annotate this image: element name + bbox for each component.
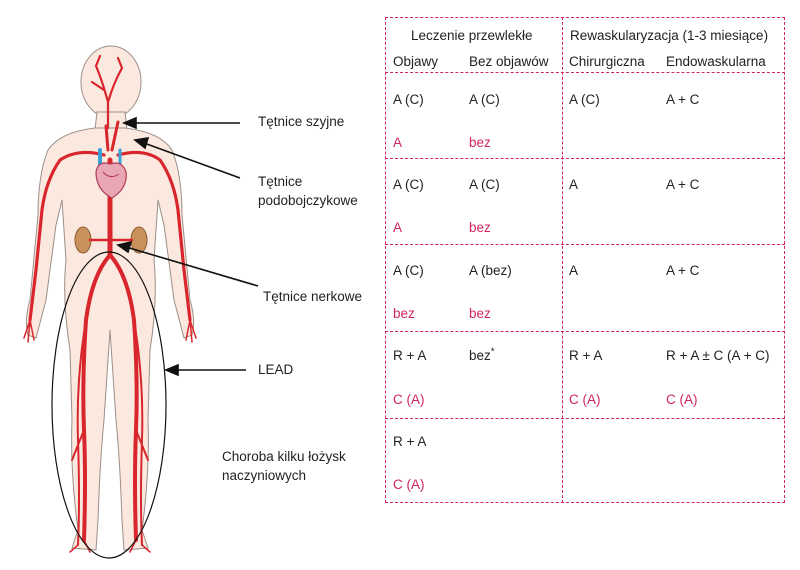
heart <box>95 162 127 199</box>
cell-r2-no-symptoms: A (C) <box>469 177 500 192</box>
pointer-arrows <box>116 116 259 377</box>
row-separator-2 <box>385 244 785 245</box>
body-silhouette <box>25 45 195 551</box>
cell-r1-surgical: A (C) <box>569 92 600 107</box>
header-no-symptoms: Bez objawów <box>469 54 549 69</box>
cell-r1-no-symptoms-alt: bez <box>469 135 491 150</box>
cell-r3-symptoms-alt: bez <box>393 306 415 321</box>
row-separator-4 <box>385 418 785 419</box>
header-symptoms: Objawy <box>393 54 439 69</box>
lead-region-oval <box>51 251 167 559</box>
label-lead: LEAD <box>258 362 294 377</box>
cell-r5-symptoms: R + A <box>393 434 427 449</box>
cell-r4-symptoms-alt: C (A) <box>393 392 425 407</box>
cell-r5-symptoms-alt: C (A) <box>393 477 425 492</box>
cell-r3-symptoms: A (C) <box>393 263 424 278</box>
cell-r4-endovascular: R + A ± C (A + C) <box>666 348 770 363</box>
cell-r2-symptoms-alt: A <box>393 220 403 235</box>
cell-r2-no-symptoms-alt: bez <box>469 220 491 235</box>
circulatory-system-figure <box>23 45 259 559</box>
footnote-star: * <box>490 346 495 358</box>
table-divider-groups <box>562 17 563 503</box>
row-separator-header <box>385 72 785 73</box>
cell-r3-no-symptoms-alt: bez <box>469 306 491 321</box>
cell-r4-no-symptoms-text: bez <box>469 348 491 363</box>
cell-r3-endovascular: A + C <box>666 263 700 278</box>
header-revasc: Rewaskularyzacja (1-3 miesiące) <box>570 28 769 43</box>
treatment-table: Leczenie przewlekłe Rewaskularyzacja (1-… <box>385 17 785 503</box>
table-border-left <box>385 17 386 503</box>
label-subclavian-line2: podobojczykowe <box>258 193 358 208</box>
cell-r4-endovascular-alt: C (A) <box>666 392 698 407</box>
cell-r4-surgical-alt: C (A) <box>569 392 601 407</box>
cell-r3-surgical: A <box>569 263 579 278</box>
label-renal: Tętnice nerkowe <box>263 289 363 304</box>
cell-r4-surgical: R + A <box>569 348 603 363</box>
header-surgical: Chirurgiczna <box>569 54 645 69</box>
cell-r1-endovascular: A + C <box>666 92 700 107</box>
cell-r1-symptoms-alt: A <box>393 135 403 150</box>
cell-r3-no-symptoms: A (bez) <box>469 263 512 278</box>
cell-r4-no-symptoms: bez* <box>469 346 495 364</box>
table-border-right <box>784 17 785 503</box>
label-multi-line1: Choroba kilku łożysk <box>222 449 346 464</box>
header-chronic: Leczenie przewlekłe <box>411 28 533 43</box>
table-border-bottom <box>385 502 785 503</box>
header-endovascular: Endowaskularna <box>666 54 766 69</box>
cell-r1-symptoms: A (C) <box>393 92 424 107</box>
label-carotid: Tętnice szyjne <box>258 114 345 129</box>
cell-r1-no-symptoms: A (C) <box>469 92 500 107</box>
cell-r2-surgical: A <box>569 177 579 192</box>
cell-r2-endovascular: A + C <box>666 177 700 192</box>
row-separator-1 <box>385 158 785 159</box>
row-separator-3 <box>385 331 785 332</box>
label-multi-line2: naczyniowych <box>222 468 307 483</box>
kidneys <box>74 226 148 254</box>
table-border-top <box>385 17 785 18</box>
cell-r4-symptoms: R + A <box>393 348 427 363</box>
label-subclavian-line1: Tętnice <box>258 174 303 189</box>
cell-r2-symptoms: A (C) <box>393 177 424 192</box>
